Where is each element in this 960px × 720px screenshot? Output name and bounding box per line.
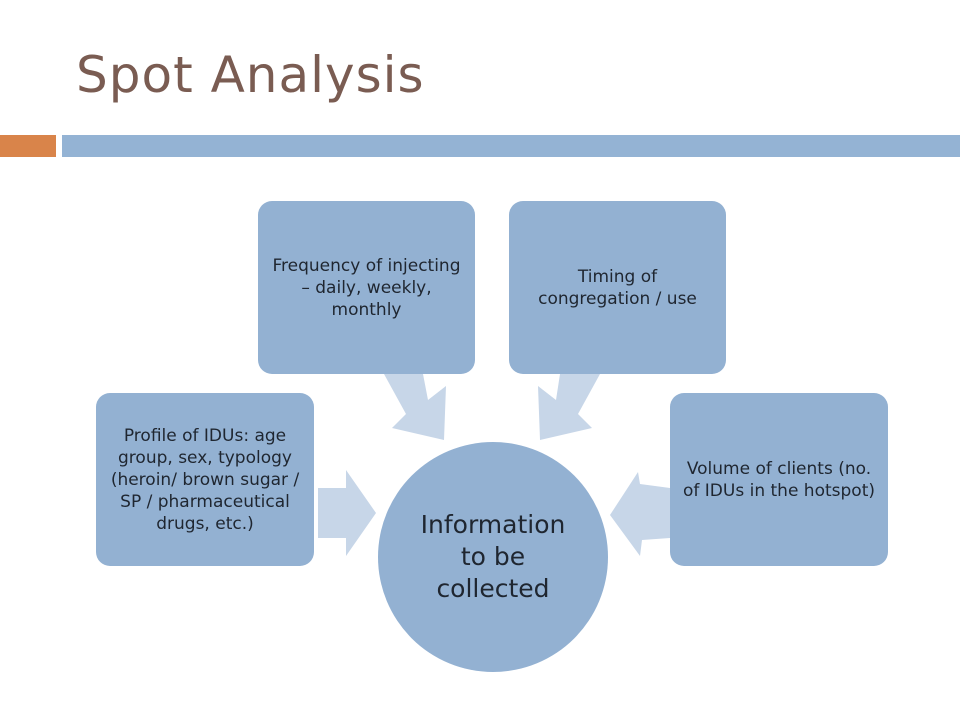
node-profile: Profile of IDUs: age group, sex, typolog… — [96, 393, 314, 566]
arrow-volume-to-center — [610, 472, 670, 556]
node-timing: Timing of congregation / use — [509, 201, 726, 374]
node-volume: Volume of clients (no. of IDUs in the ho… — [670, 393, 888, 566]
node-frequency-text: Frequency of injecting – daily, weekly, … — [272, 255, 461, 320]
arrow-timing-to-center — [538, 374, 600, 440]
title-accent-bar — [0, 135, 56, 157]
title-rule-bar — [62, 135, 960, 157]
node-timing-text: Timing of congregation / use — [538, 266, 697, 309]
slide-title: Spot Analysis — [76, 46, 425, 104]
center-node-text: Information to be collected — [420, 510, 566, 603]
node-profile-text: Profile of IDUs: age group, sex, typolog… — [110, 425, 300, 534]
arrow-frequency-to-center — [384, 374, 446, 440]
center-node: Information to be collected — [378, 442, 608, 672]
node-frequency: Frequency of injecting – daily, weekly, … — [258, 201, 475, 374]
arrow-profile-to-center — [318, 470, 376, 556]
node-volume-text: Volume of clients (no. of IDUs in the ho… — [683, 458, 875, 501]
